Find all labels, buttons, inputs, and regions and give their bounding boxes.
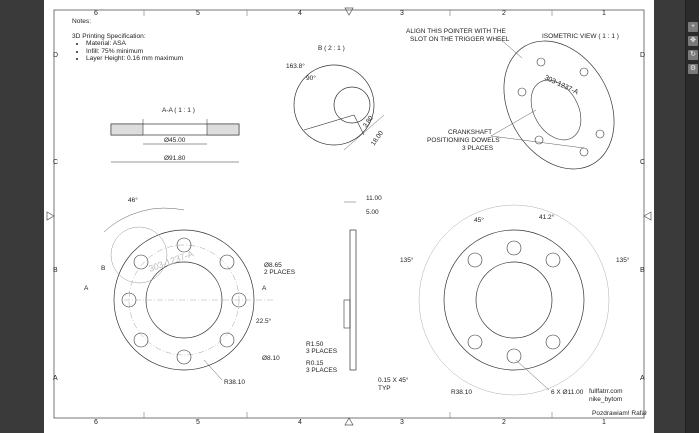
rotate-icon[interactable]: ↻ bbox=[688, 50, 698, 60]
section-view: A-A ( 1 : 1 ) Ø45.00 Ø91.80 bbox=[110, 107, 240, 163]
dim-angle-45: 45° bbox=[474, 216, 484, 224]
section-view-title: A-A ( 1 : 1 ) bbox=[162, 107, 195, 114]
detail-view: B ( 2 : 1 ) 163.8° 90° 3.80 18.00 bbox=[286, 45, 385, 151]
dim-hole-small: Ø8.10 bbox=[262, 355, 280, 362]
dim-angle-135-left: 135° bbox=[400, 256, 414, 264]
side-view: 11.00 5.00 R1.50 3 PLACES R0.15 3 PLACES… bbox=[306, 195, 409, 392]
zone-col-label: 5 bbox=[196, 10, 200, 17]
zone-col-label: 2 bbox=[502, 419, 506, 426]
iso-note: ALIGN THIS POINTER WITH THE bbox=[406, 28, 506, 35]
zone-row-label: B bbox=[640, 267, 645, 274]
zone-row-label: A bbox=[53, 375, 58, 382]
dim-hole-large: Ø8.65 bbox=[264, 262, 282, 269]
center-mark bbox=[643, 211, 652, 221]
dim-hole-pattern: 6 X Ø11.00 bbox=[551, 389, 584, 396]
dim-fillet-small: R0.15 bbox=[306, 360, 324, 367]
zone-col-label: 4 bbox=[298, 10, 302, 17]
dim-fillet-small-qty: 3 PLACES bbox=[306, 367, 338, 374]
zone-col-label: 3 bbox=[400, 10, 404, 17]
zoom-icon[interactable]: + bbox=[688, 22, 698, 32]
dim-slot-length: 18.00 bbox=[370, 129, 385, 147]
section-marker: A bbox=[262, 285, 267, 292]
iso-note: POSITIONING DOWELS bbox=[427, 137, 500, 144]
dim-outer-diameter: Ø91.80 bbox=[164, 155, 186, 162]
center-mark bbox=[46, 211, 55, 221]
dim-angle-46: 46° bbox=[128, 196, 138, 204]
notes-item: Infill: 75% minimum bbox=[86, 48, 252, 56]
dim-angle-135-right: 135° bbox=[616, 256, 630, 264]
drawing-viewer[interactable]: 6 5 4 3 2 1 6 5 4 3 2 1 D C B A D C B A bbox=[0, 0, 685, 433]
center-mark bbox=[344, 7, 354, 16]
notes-title: Notes: bbox=[72, 18, 92, 25]
isometric-view: ALIGN THIS POINTER WITH THE SLOT ON THE … bbox=[406, 28, 619, 170]
zone-row-label: B bbox=[53, 267, 58, 274]
zone-col-label: 4 bbox=[298, 419, 302, 426]
pan-icon[interactable]: ✥ bbox=[688, 36, 698, 46]
zone-row-label: C bbox=[53, 159, 58, 166]
part-number-label: 303-1237-A bbox=[147, 248, 195, 273]
dim-thickness: 11.00 bbox=[366, 195, 382, 202]
zone-col-label: 6 bbox=[94, 419, 98, 426]
zone-col-label: 6 bbox=[94, 10, 98, 17]
footer-greeting: Pozdrawiam! Rafał bbox=[592, 410, 647, 417]
dim-radius: R38.10 bbox=[451, 389, 472, 396]
iso-note: 3 PLACES bbox=[462, 145, 494, 152]
zone-row-label: D bbox=[53, 52, 58, 59]
settings-icon[interactable]: ⚙ bbox=[688, 64, 698, 74]
isometric-view-title: ISOMETRIC VIEW ( 1 : 1 ) bbox=[542, 33, 619, 40]
zone-row-label: A bbox=[640, 375, 645, 382]
dim-angle-163: 163.8° bbox=[286, 62, 305, 70]
dim-chamfer: 0.15 X 45° bbox=[378, 376, 409, 384]
dim-fillet-qty: 3 PLACES bbox=[306, 348, 338, 355]
zone-col-label: 1 bbox=[602, 419, 606, 426]
drawing-canvas: 6 5 4 3 2 1 6 5 4 3 2 1 D C B A D C B A bbox=[46, 7, 652, 426]
dim-radius: R38.10 bbox=[224, 379, 245, 386]
detail-view-title: B ( 2 : 1 ) bbox=[318, 45, 345, 52]
zone-col-label: 5 bbox=[196, 419, 200, 426]
zone-col-label: 2 bbox=[502, 10, 506, 17]
zone-row-label: C bbox=[640, 159, 645, 166]
notes-block: Notes: 3D Printing Specification: Materi… bbox=[72, 18, 252, 63]
front-view: 46° 303-1237-A B A A Ø8.65 2 PLACES 22.5… bbox=[84, 196, 296, 386]
footer-author: nike_bytom bbox=[589, 396, 622, 403]
dim-angle-90: 90° bbox=[306, 74, 316, 82]
notes-item: Layer Height: 0.16 mm maximum bbox=[86, 55, 252, 63]
footer-website: fullfatrr.com bbox=[589, 388, 623, 395]
dim-flange: 5.00 bbox=[366, 209, 379, 216]
drawing-sheet: 6 5 4 3 2 1 6 5 4 3 2 1 D C B A D C B A bbox=[44, 0, 654, 433]
rear-view: 45° 41.2° 135° 135° R38.10 6 X Ø11.00 bbox=[400, 204, 630, 396]
dim-chamfer-typ: TYP bbox=[378, 385, 391, 392]
center-mark bbox=[344, 417, 354, 426]
detail-callout: B bbox=[101, 265, 105, 272]
tool-strip: + ✥ ↻ ⚙ bbox=[685, 0, 699, 433]
dim-fillet: R1.50 bbox=[306, 341, 324, 348]
dim-hole-qty: 2 PLACES bbox=[264, 269, 296, 276]
iso-note: CRANKSHAFT bbox=[448, 129, 492, 136]
iso-part-label: 303-1237-A bbox=[543, 74, 579, 96]
zone-row-label: D bbox=[640, 52, 645, 59]
iso-note: SLOT ON THE TRIGGER WHEEL bbox=[410, 36, 510, 43]
zone-col-label: 1 bbox=[602, 10, 606, 17]
notes-spec-title: 3D Printing Specification: bbox=[72, 32, 146, 40]
zone-col-label: 3 bbox=[400, 419, 404, 426]
dim-angle-22: 22.5° bbox=[256, 317, 272, 325]
dim-angle-41: 41.2° bbox=[539, 213, 555, 221]
notes-item: Material: ASA bbox=[86, 40, 252, 48]
dim-inner-diameter: Ø45.00 bbox=[164, 137, 186, 144]
section-marker: A bbox=[84, 285, 89, 292]
